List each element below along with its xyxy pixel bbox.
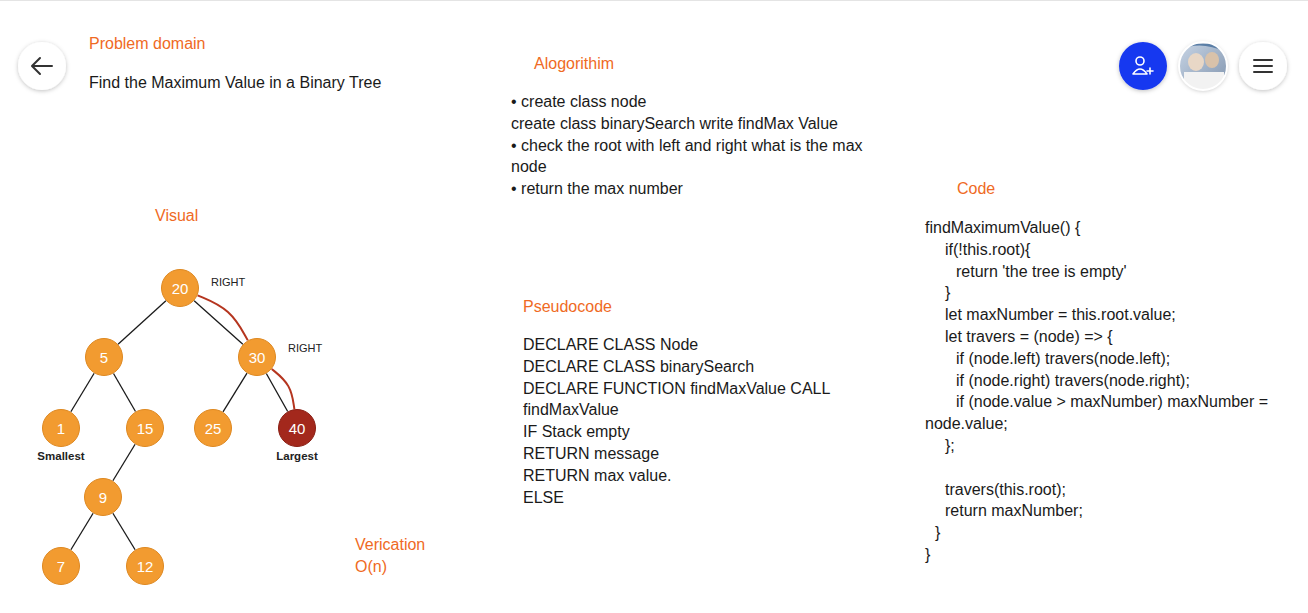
- text-line: let maxNumber = this.root.value;: [925, 304, 1303, 326]
- node-value: 30: [249, 350, 266, 365]
- text-line: }: [925, 522, 1303, 544]
- text-line: • create class node: [511, 91, 896, 113]
- text-line: if (node.left) travers(node.left);: [925, 348, 1303, 370]
- tree-branch: [113, 444, 135, 481]
- node-caption: Largest: [276, 450, 318, 462]
- text-block: Alogorithim: [534, 53, 734, 75]
- text-line: }: [925, 544, 1303, 566]
- text-line: RETURN message: [523, 443, 873, 465]
- user-avatar: [1179, 42, 1227, 92]
- text-block: findMaximumValue() {if(!this.root){retur…: [925, 217, 1303, 566]
- tree-branch: [71, 513, 93, 550]
- tree-branch: [194, 301, 243, 345]
- edge-label: RIGHT: [209, 276, 247, 289]
- tree-node: 7: [42, 547, 80, 585]
- text-line: ELSE: [523, 487, 873, 509]
- section-heading: Alogorithim: [534, 53, 734, 75]
- node-value: 20: [172, 281, 189, 296]
- text-line: return 'the tree is empty': [925, 261, 1303, 283]
- text-block: Verication: [355, 534, 495, 556]
- text-block: Visual: [155, 205, 275, 227]
- section-heading: Pseudocode: [523, 296, 723, 318]
- text-line: if(!this.root){: [925, 239, 1303, 261]
- edge-label: RIGHT: [286, 342, 324, 355]
- section-heading: Verication: [355, 534, 495, 556]
- add-user-button: [1119, 42, 1167, 90]
- text-line: create class binarySearch write findMax …: [511, 113, 896, 135]
- text-line: };: [925, 435, 1303, 457]
- tree-branch: [71, 373, 94, 411]
- node-value: 12: [137, 559, 154, 574]
- node-value: 5: [100, 350, 108, 365]
- node-caption: Smallest: [37, 450, 84, 462]
- section-heading: Problem domain: [89, 33, 389, 55]
- text-line: RETURN max value.: [523, 465, 873, 487]
- node-value: 1: [57, 421, 65, 436]
- text-line: let travers = (node) => {: [925, 326, 1303, 348]
- traversal-curve: [198, 295, 248, 340]
- text-block: Find the Maximum Value in a Binary Tree: [89, 72, 489, 94]
- menu-button: [1239, 42, 1287, 90]
- node-value: 40: [289, 421, 306, 436]
- tree-node: 30: [238, 338, 276, 376]
- text-line: IF Stack empty: [523, 421, 873, 443]
- tree-node: 9: [84, 478, 122, 516]
- tree-branch: [223, 373, 247, 412]
- text-line: findMaximumValue() {: [925, 217, 1303, 239]
- text-line: return maxNumber;: [925, 500, 1303, 522]
- tree-node: 15: [126, 409, 164, 447]
- node-value: 9: [99, 490, 107, 505]
- tree-node: 40Largest: [278, 409, 316, 447]
- tree-node: 25: [194, 409, 232, 447]
- text-block: Pseudocode: [523, 296, 723, 318]
- text-block: DECLARE CLASS NodeDECLARE CLASS binarySe…: [523, 334, 873, 508]
- text-line: • return the max number: [511, 178, 896, 200]
- tree-node: 1Smallest: [42, 409, 80, 447]
- tree-branch: [118, 301, 166, 344]
- text-block: Code: [957, 178, 1057, 200]
- text-line: Find the Maximum Value in a Binary Tree: [89, 72, 489, 94]
- text-line: • check the root with left and right wha…: [511, 135, 896, 179]
- tree-node: 20: [161, 269, 199, 307]
- text-block: Problem domain: [89, 33, 389, 55]
- tree-node: 5: [85, 338, 123, 376]
- text-line: travers(this.root);: [925, 479, 1303, 501]
- node-value: 25: [205, 421, 222, 436]
- traversal-curve: [272, 369, 295, 409]
- back-button: [18, 42, 66, 90]
- section-heading: O(n): [355, 556, 495, 578]
- tree-branch: [114, 373, 136, 411]
- text-line: DECLARE FUNCTION findMaxValue CALL findM…: [523, 378, 873, 422]
- text-line: }: [925, 282, 1303, 304]
- text-line: DECLARE CLASS binarySearch: [523, 356, 873, 378]
- text-block: O(n): [355, 556, 495, 578]
- text-line: if (node.right) travers(node.right);: [925, 370, 1303, 392]
- tree-node: 12: [126, 547, 164, 585]
- text-line: if (node.value > maxNumber) maxNumber = …: [925, 391, 1303, 435]
- section-heading: Visual: [155, 205, 275, 227]
- text-line: DECLARE CLASS Node: [523, 334, 873, 356]
- tree-branch: [113, 513, 135, 550]
- section-heading: Code: [957, 178, 1057, 200]
- text-block: • create class nodecreate class binarySe…: [511, 91, 896, 200]
- node-value: 15: [137, 421, 154, 436]
- top-rule: [0, 0, 1308, 1]
- node-value: 7: [57, 559, 65, 574]
